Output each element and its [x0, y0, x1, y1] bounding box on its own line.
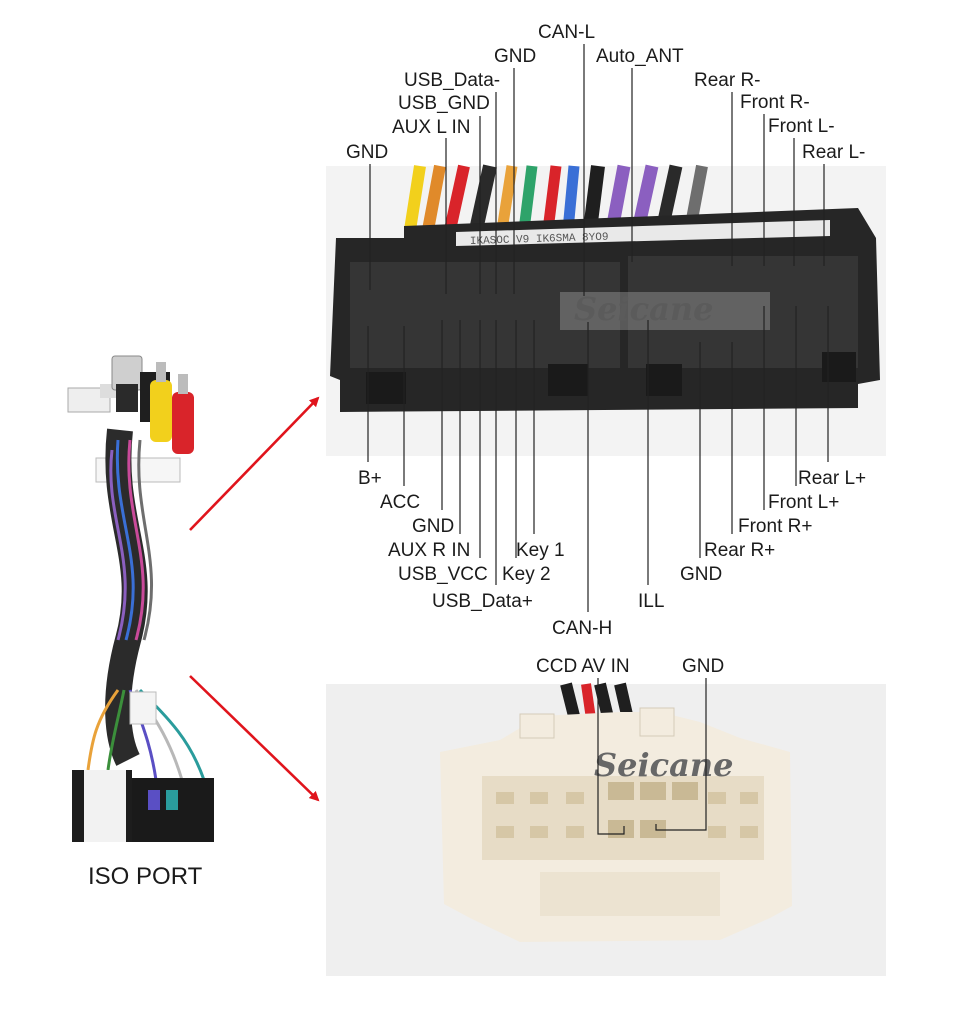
- pin-label-aux-r-in: AUX R IN: [388, 540, 470, 561]
- iso-harness-photo: [67, 355, 214, 842]
- small-connector-photo: [326, 682, 886, 976]
- pin-label-ill: ILL: [638, 591, 664, 612]
- main-connector-bottom-labels: B+ Rear L+ ACC Front L+ GND Front R+ AUX…: [358, 468, 866, 639]
- pin-label-gnd-bottom-1: GND: [412, 516, 454, 537]
- bottom-leader-lines: [367, 306, 829, 612]
- pin-label-acc: ACC: [380, 492, 420, 513]
- top-leader-lines: [369, 44, 825, 296]
- arrow-to-small-connector: [189, 675, 320, 802]
- pin-label-usb-data-plus: USB_Data+: [432, 591, 533, 612]
- pin-label-key-1: Key 1: [516, 540, 565, 561]
- pin-label-can-h: CAN-H: [552, 618, 612, 639]
- pin-label-b-plus: B+: [358, 468, 382, 489]
- small-connector-labels: CCD AV IN GND: [536, 656, 724, 677]
- pin-label-usb-data-minus: USB_Data-: [404, 70, 500, 91]
- pin-label-rear-l-plus: Rear L+: [798, 468, 866, 489]
- pin-label-usb-gnd: USB_GND: [398, 93, 490, 114]
- connector-label-sticker: IKASOC V9 IK6SMA 8YO9: [470, 232, 609, 248]
- small-connector-leader-lines: [597, 678, 707, 835]
- pin-label-auto-ant: Auto_ANT: [596, 46, 684, 67]
- pin-label-gnd-bottom-2: GND: [680, 564, 722, 585]
- pin-label-rear-r-plus: Rear R+: [704, 540, 775, 561]
- pin-label-ccd-av-in: CCD AV IN: [536, 656, 630, 677]
- iso-port-caption: ISO PORT: [88, 863, 203, 890]
- main-connector-photo: IKASOC V9 IK6SMA 8YO9: [326, 164, 886, 456]
- pin-label-rear-r-minus: Rear R-: [694, 70, 761, 91]
- pin-label-front-l-plus: Front L+: [768, 492, 839, 513]
- main-connector-top-labels: CAN-L GND Auto_ANT USB_Data- Rear R- USB…: [346, 22, 865, 163]
- watermark-main: Seicane: [574, 290, 713, 328]
- pin-label-front-r-minus: Front R-: [740, 92, 810, 113]
- arrow-to-main-connector: [189, 396, 320, 531]
- pin-label-rear-l-minus: Rear L-: [802, 142, 865, 163]
- pin-label-key-2: Key 2: [502, 564, 551, 585]
- pin-label-gnd-top-1: GND: [494, 46, 536, 67]
- pin-label-gnd-small: GND: [682, 656, 724, 677]
- pin-label-aux-l-in: AUX L IN: [392, 117, 471, 138]
- pin-label-front-r-plus: Front R+: [738, 516, 812, 537]
- pin-label-gnd-top-2: GND: [346, 142, 388, 163]
- pin-label-can-l: CAN-L: [538, 22, 595, 43]
- pin-label-front-l-minus: Front L-: [768, 116, 835, 137]
- pin-label-usb-vcc: USB_VCC: [398, 564, 488, 585]
- watermark-small: Seicane: [594, 746, 733, 784]
